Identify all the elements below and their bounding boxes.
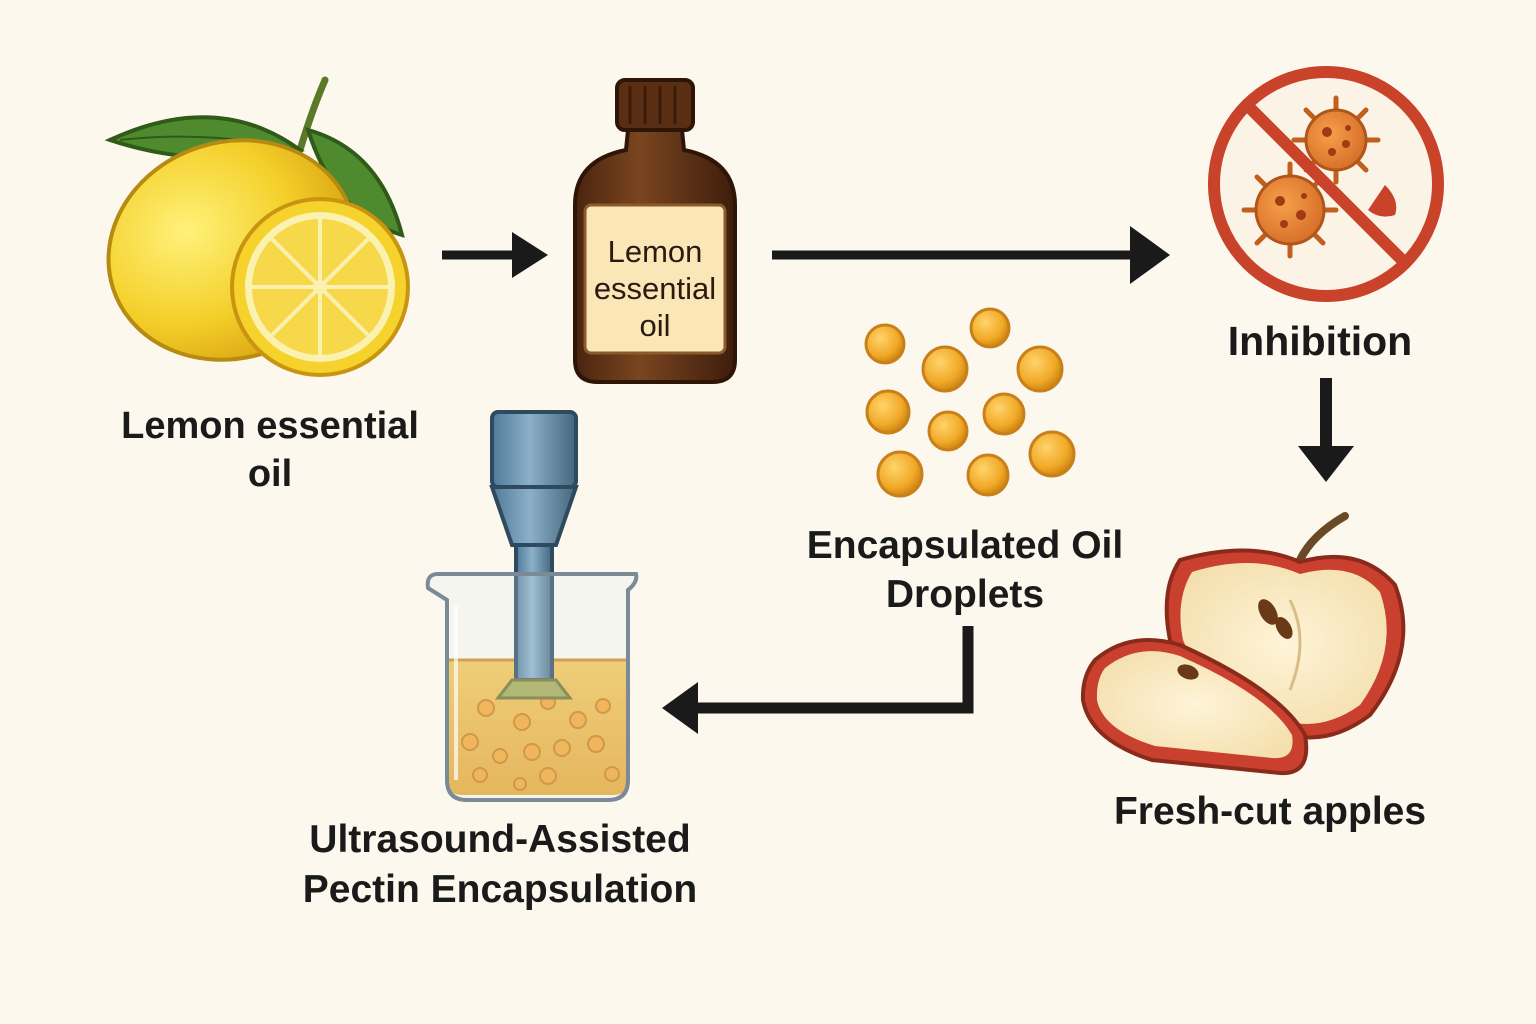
arrow-inhibition-to-apples	[1298, 378, 1354, 482]
bottle-label-line-2: essential	[594, 271, 716, 306]
caption-line: Droplets	[885, 572, 1045, 616]
arrow-lemon-to-bottle	[442, 232, 548, 278]
caption-lemon-essential-oil: Lemon essential oil	[90, 403, 450, 498]
oil-droplet	[1028, 430, 1076, 478]
caption-line: Encapsulated Oil	[806, 524, 1124, 567]
essential-oil-bottle-icon: Lemon essential oil	[573, 78, 737, 384]
oil-droplet	[982, 392, 1026, 436]
oil-droplet	[864, 323, 906, 365]
oil-droplets-icon	[864, 307, 1076, 498]
caption-line: Lemon essential	[121, 405, 419, 447]
lemon-fruit-icon	[104, 76, 410, 377]
caption-fresh-cut-apples: Fresh-cut apples	[1070, 788, 1470, 837]
caption-inhibition: Inhibition	[1190, 316, 1450, 367]
oil-droplet	[966, 453, 1010, 497]
oil-droplet	[1016, 345, 1064, 393]
caption-line: Pectin Encapsulation	[302, 867, 698, 911]
ultrasound-probe-beaker-icon	[425, 410, 639, 802]
oil-droplet	[927, 410, 969, 452]
oil-droplet	[865, 389, 911, 435]
arrow-bottle-to-inhibition	[772, 226, 1170, 284]
no-microbes-icon	[1208, 66, 1444, 302]
caption-line: Fresh-cut apples	[1113, 790, 1427, 833]
arrow-droplets-to-beaker	[662, 626, 974, 734]
caption-line: oil	[247, 452, 293, 495]
oil-droplet	[876, 450, 924, 498]
oil-droplet	[969, 307, 1011, 349]
apple-slices-icon	[1080, 512, 1406, 776]
bottle-label-line-1: Lemon	[608, 234, 703, 269]
bottle-label-line-3: oil	[639, 308, 670, 343]
caption-encapsulated-oil-droplets: Encapsulated Oil Droplets	[770, 522, 1160, 620]
caption-line: Ultrasound-Assisted	[309, 818, 691, 861]
caption-ultrasound-pectin-encapsulation: Ultrasound-Assisted Pectin Encapsulation	[260, 815, 740, 914]
oil-droplet	[921, 345, 969, 393]
caption-line: Inhibition	[1227, 318, 1413, 364]
